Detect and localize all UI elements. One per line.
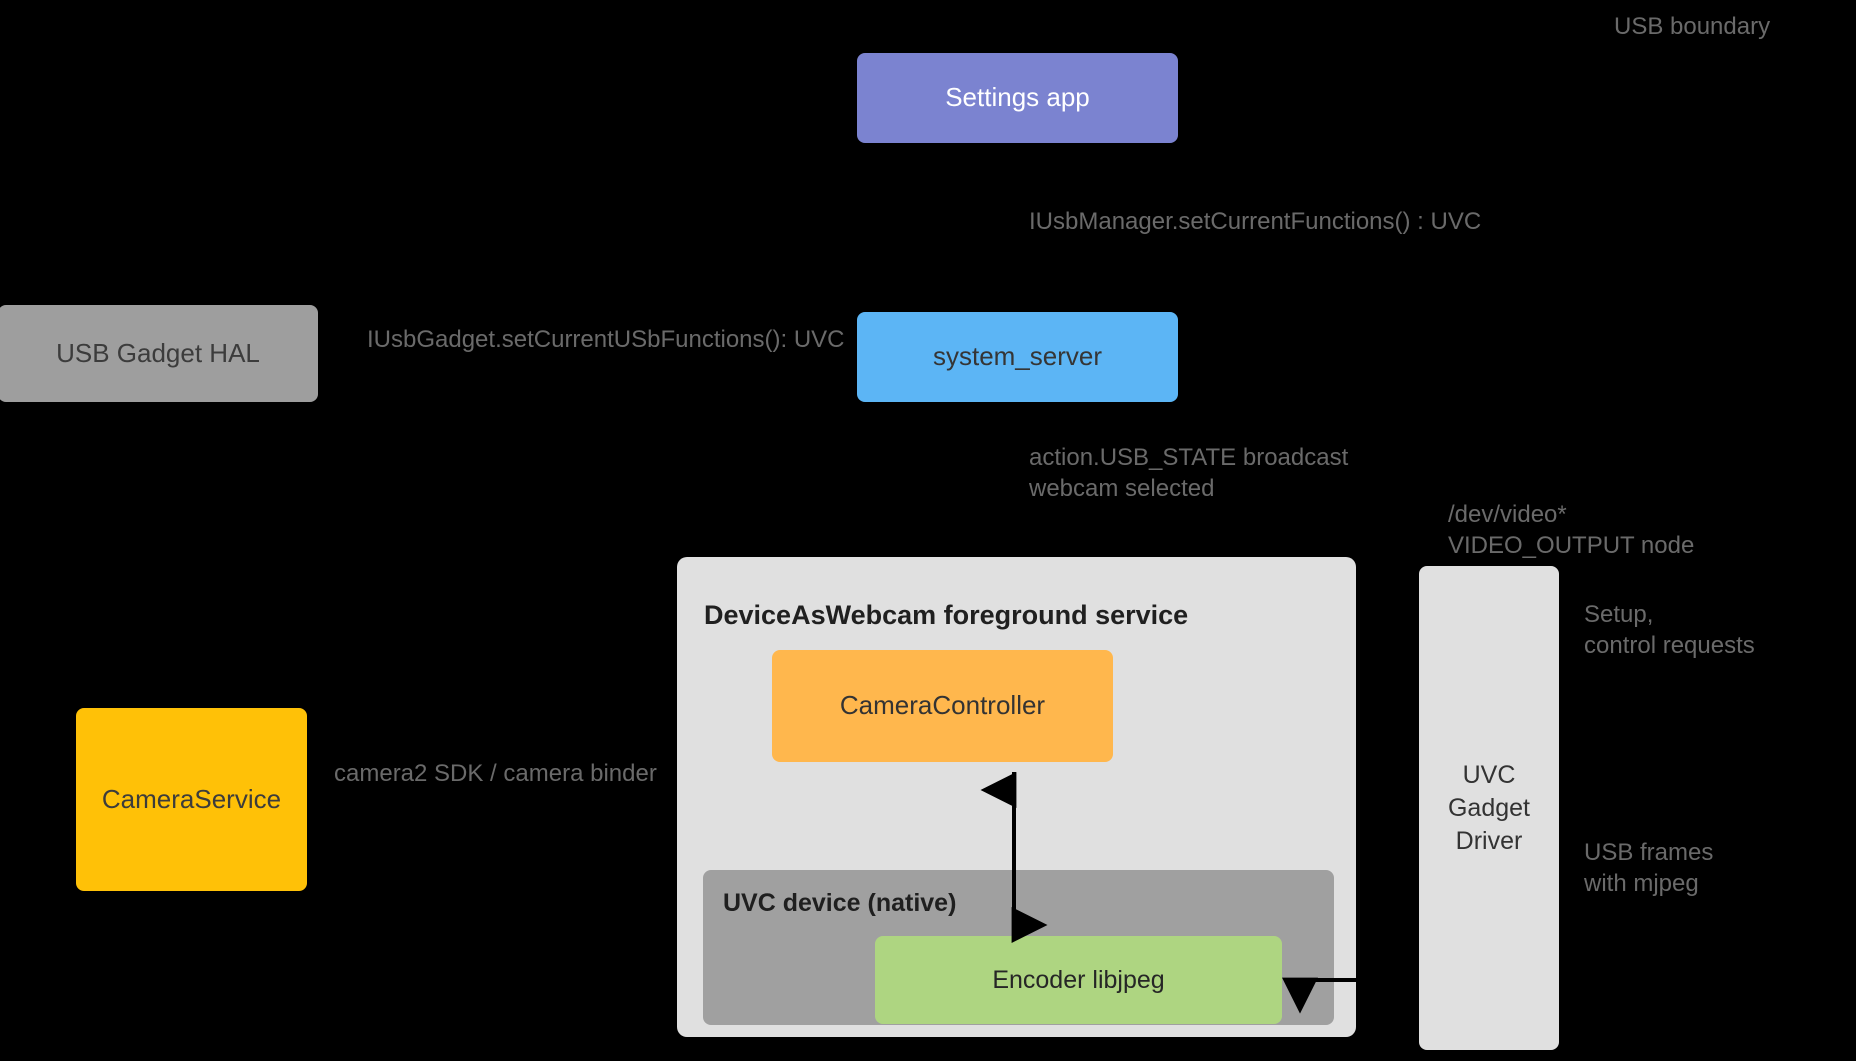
annotation-setup-control-requests: Setup, control requests [1584, 601, 1755, 659]
node-camera-controller-label: CameraController [839, 690, 1046, 721]
annotation-usb-state-broadcast: action.USB_STATE broadcast webcam select… [1029, 444, 1349, 502]
annotation-iusbmanager-call: IUsbManager.setCurrentFunctions() : UVC [1029, 208, 1482, 235]
node-camera-service-label: CameraService [101, 783, 282, 814]
annotation-dev-video-node: /dev/video* VIDEO_OUTPUT node [1448, 501, 1695, 559]
node-system-server[interactable]: system_server [857, 312, 1178, 402]
node-system-server-label: system_server [932, 341, 1103, 372]
node-uvc-device-native-title: UVC device (native) [723, 889, 957, 917]
annotation-usb-frames-mjpeg: USB frames with mjpeg [1584, 839, 1714, 897]
node-encoder-libjpeg[interactable]: Encoder libjpeg [875, 936, 1282, 1024]
node-encoder-libjpeg-label: Encoder libjpeg [992, 965, 1165, 994]
annotation-camera2-sdk-binder: camera2 SDK / camera binder [334, 760, 657, 787]
annotation-iusbgadget-call: IUsbGadget.setCurrentUSbFunctions(): UVC [367, 326, 845, 353]
node-uvc-gadget-driver-label: UVC Gadget Driver [1447, 760, 1530, 855]
node-deviceaswebcam-service-title: DeviceAsWebcam foreground service [704, 600, 1189, 630]
node-uvc-gadget-driver[interactable]: UVC Gadget Driver [1419, 566, 1559, 1050]
node-usb-gadget-hal-label: USB Gadget HAL [56, 337, 260, 368]
node-deviceaswebcam-service[interactable]: DeviceAsWebcam foreground service Camera… [677, 557, 1356, 1037]
node-uvc-device-native[interactable]: UVC device (native) Encoder libjpeg [703, 870, 1334, 1025]
node-camera-controller[interactable]: CameraController [772, 650, 1113, 762]
node-settings-app-label: Settings app [945, 82, 1090, 113]
node-camera-service[interactable]: CameraService [76, 708, 307, 891]
node-usb-gadget-hal[interactable]: USB Gadget HAL [0, 305, 318, 402]
annotation-usb-boundary: USB boundary [1614, 13, 1771, 40]
node-settings-app[interactable]: Settings app [857, 53, 1178, 143]
